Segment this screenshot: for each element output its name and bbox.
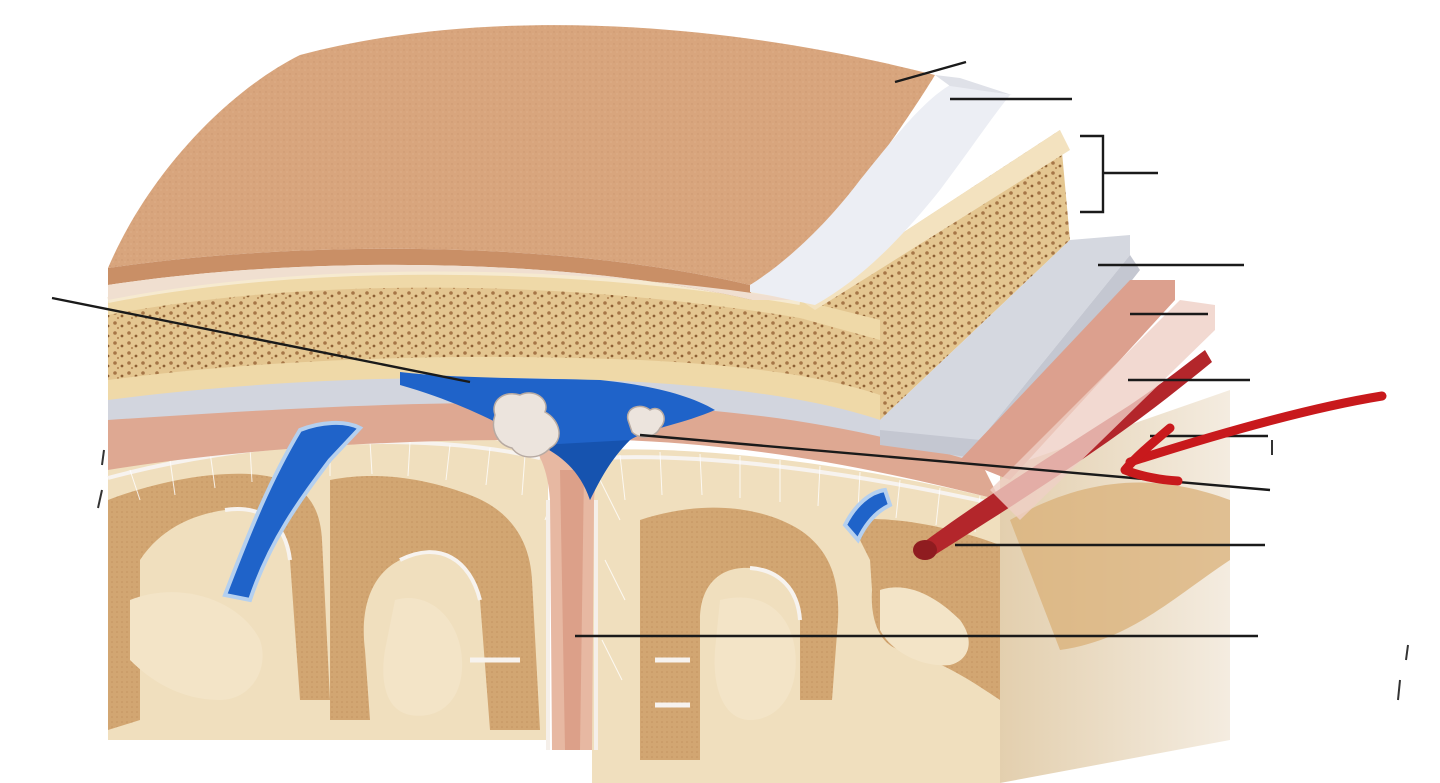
leader-lines xyxy=(51,60,1271,638)
falx-cerebri xyxy=(520,430,626,750)
block-side-face xyxy=(1000,390,1230,783)
scalp xyxy=(108,25,1012,305)
cerebral-veins xyxy=(222,421,893,603)
red-annotation-arrow xyxy=(1120,391,1387,486)
edge-marks xyxy=(97,440,1409,701)
cortex-grey-matter-left xyxy=(108,473,540,730)
leader-bracket-skull xyxy=(1080,134,1158,214)
arachnoid-granulations xyxy=(492,392,665,458)
cortex-grey-matter-right xyxy=(640,507,1000,760)
leader-line-sinus xyxy=(51,296,471,384)
brain-section xyxy=(107,432,1001,783)
leader-line-scalp xyxy=(894,60,967,84)
